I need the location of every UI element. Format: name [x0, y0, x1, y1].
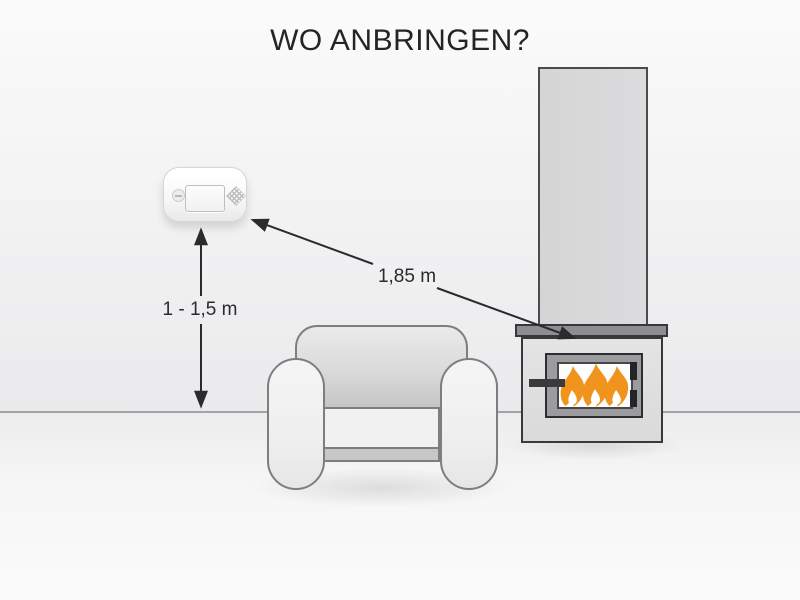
armchair-seat	[323, 407, 440, 449]
page-title: WO ANBRINGEN?	[270, 24, 530, 57]
distance-label: 1,85 m	[377, 266, 437, 287]
armchair-seat-base	[323, 447, 440, 462]
flame-left	[560, 366, 585, 407]
chimney	[538, 67, 648, 327]
distance-arrow-to-detector	[250, 218, 374, 265]
stove-mantel-plate	[515, 324, 668, 337]
co-detector	[163, 167, 247, 222]
armchair-armrest-left	[267, 358, 325, 490]
flame-center	[582, 364, 608, 407]
mounting-height-label: 1 - 1,5 m	[162, 299, 238, 320]
detector-display-window	[185, 185, 225, 212]
brand-logo	[172, 189, 185, 202]
stove-hinge-bottom	[630, 390, 637, 407]
flame-icon	[560, 364, 629, 407]
flame-right	[604, 366, 629, 407]
armchair-armrest-right	[440, 358, 498, 490]
stove-door-handle	[529, 379, 565, 387]
stove-hinge-top	[630, 362, 637, 380]
detector-vent-grille-icon	[226, 186, 246, 206]
